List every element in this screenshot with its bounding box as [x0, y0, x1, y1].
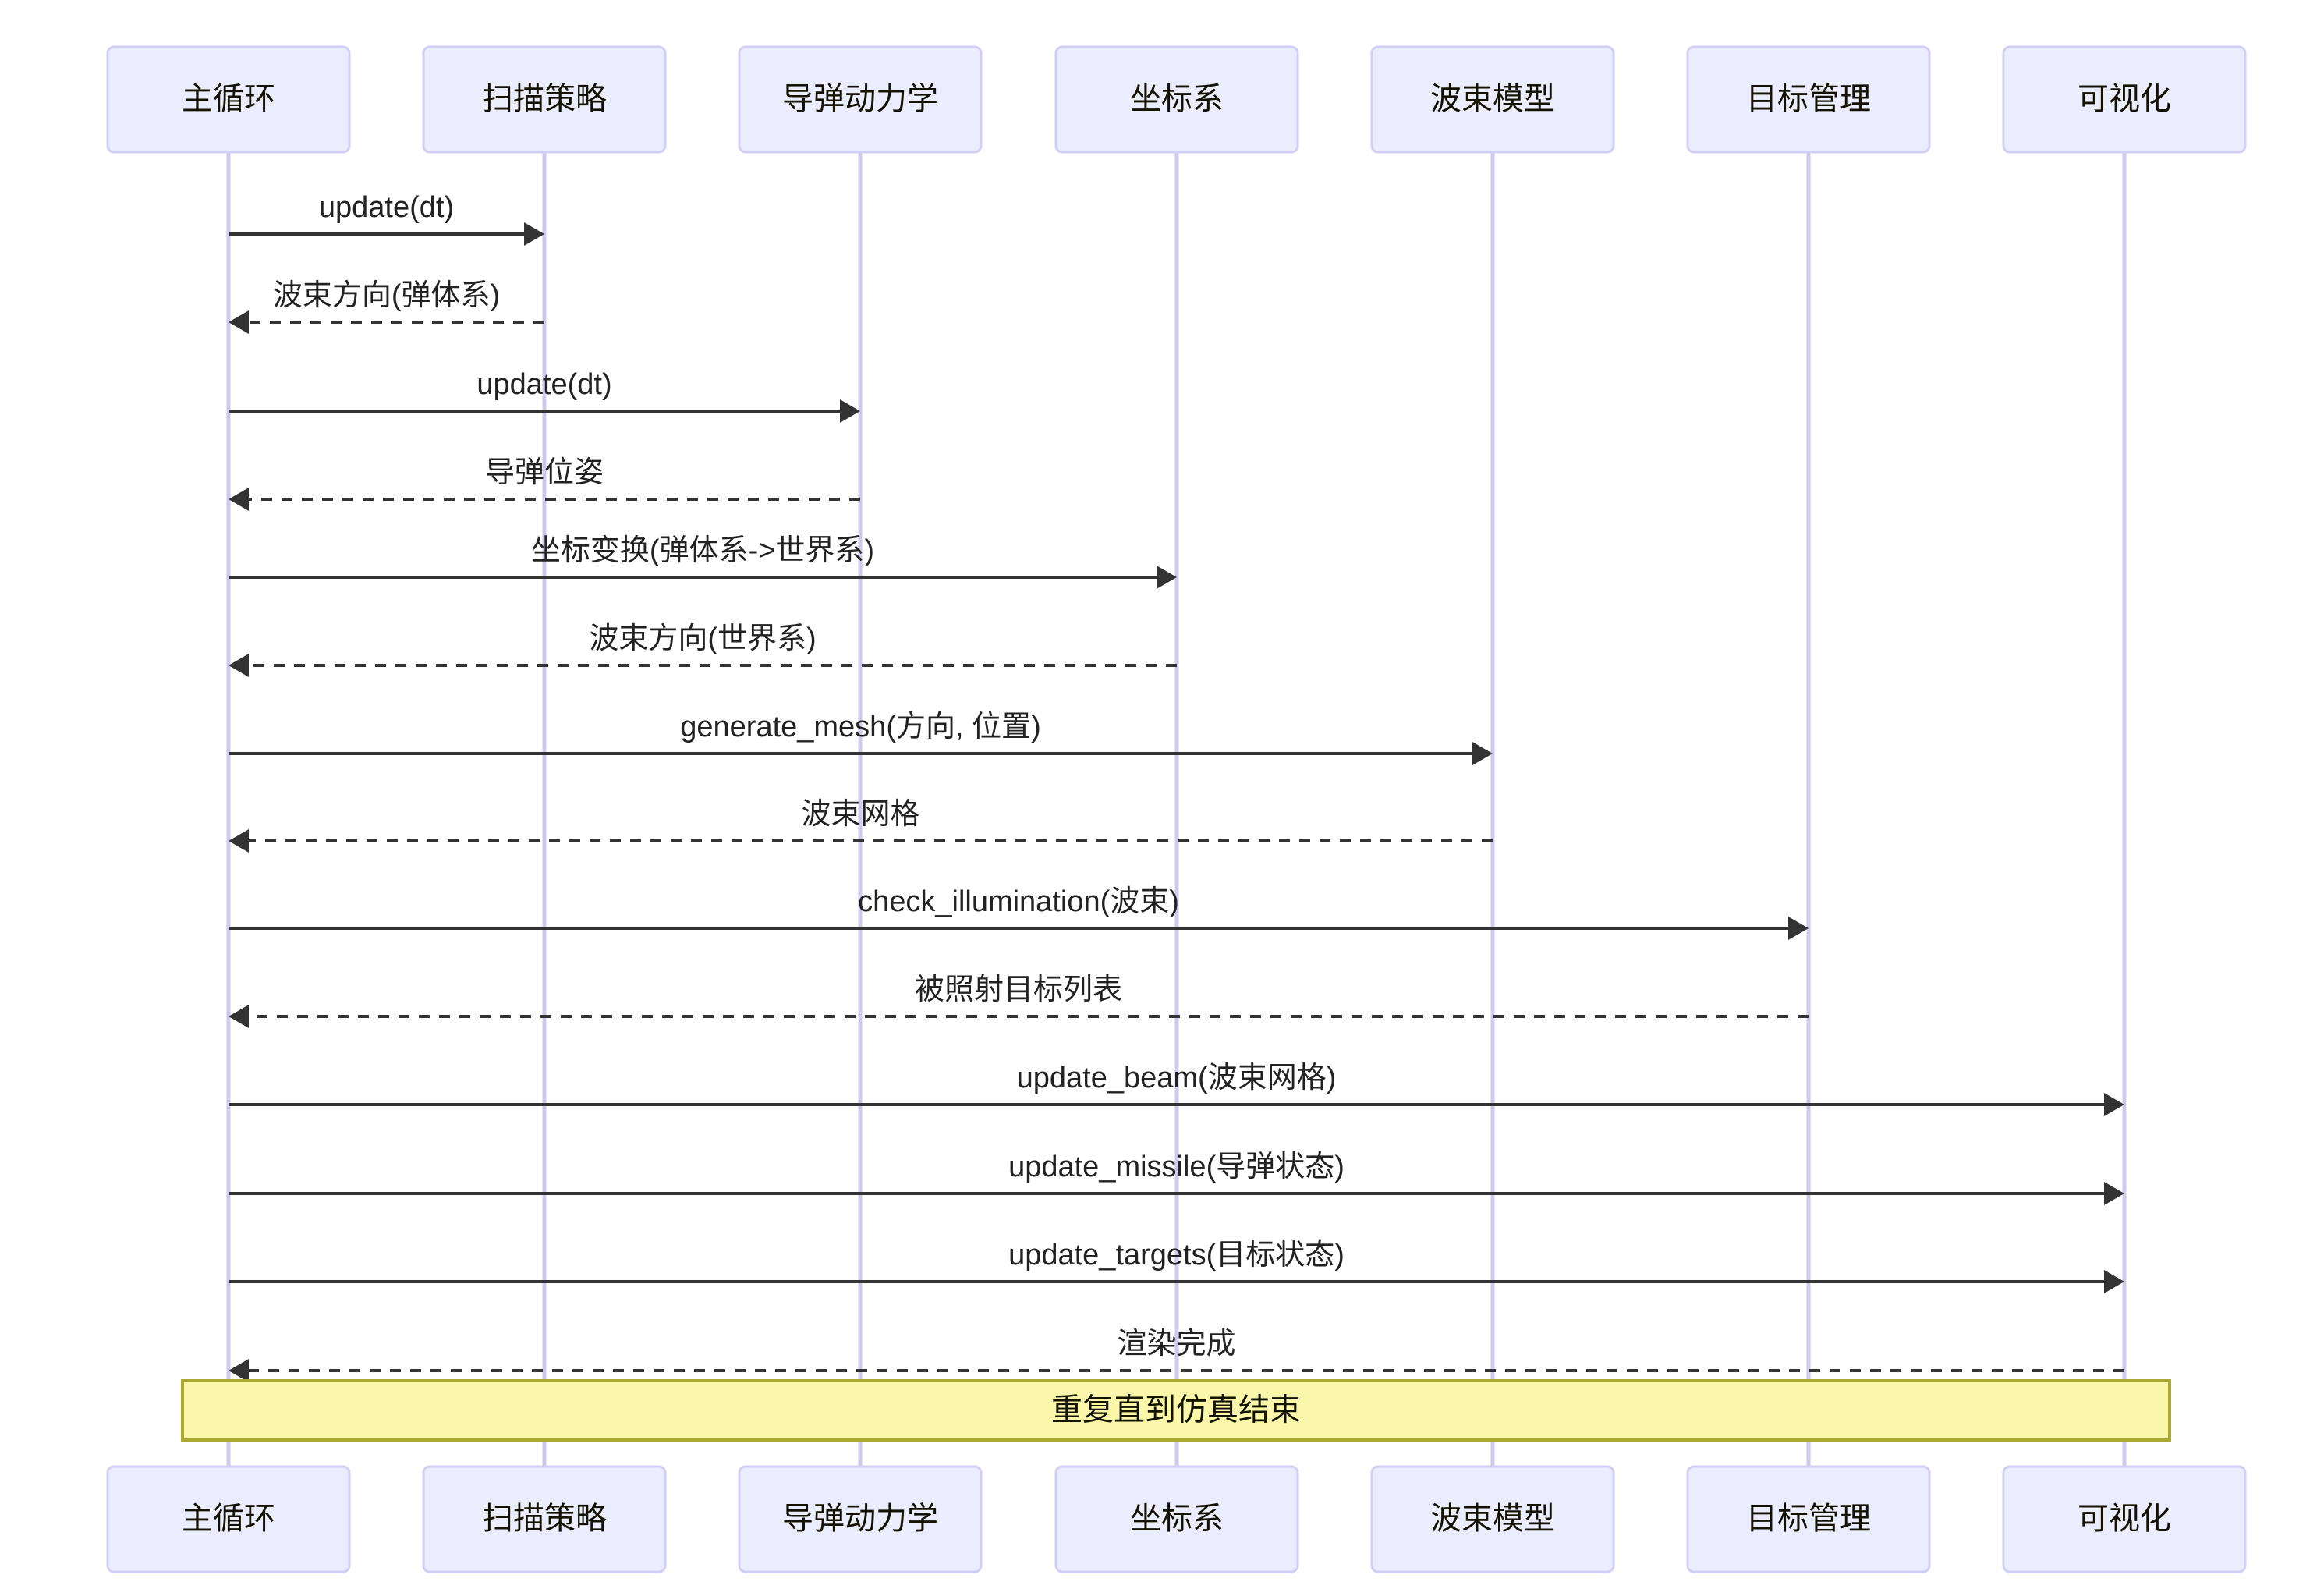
participant-bottom-missile-dynamics[interactable]: 导弹动力学: [738, 1465, 983, 1573]
participant-bottom-visualization[interactable]: 可视化: [2002, 1465, 2247, 1573]
message-13: update_targets(目标状态): [229, 1239, 2124, 1293]
message-arrowhead: [229, 1005, 249, 1028]
message-label: 波束方向(弹体系): [273, 279, 500, 312]
participant-top-target-manager[interactable]: 目标管理: [1686, 45, 1931, 154]
participant-box[interactable]: [1686, 45, 1931, 154]
participant-box[interactable]: [2002, 1465, 2247, 1573]
participant-top-missile-dynamics[interactable]: 导弹动力学: [738, 45, 983, 154]
participant-top-beam-model[interactable]: 波束模型: [1370, 45, 1615, 154]
message-label: update_beam(波束网格): [1017, 1062, 1337, 1094]
participant-label: 波束模型: [1430, 1502, 1555, 1536]
message-arrowhead: [229, 1359, 249, 1382]
participant-label: 目标管理: [1746, 82, 1871, 116]
message-arrowhead: [1157, 566, 1177, 589]
message-arrowhead: [229, 654, 249, 677]
participant-box[interactable]: [1054, 45, 1299, 154]
participant-label: 可视化: [2078, 1502, 2171, 1536]
participant-label: 坐标系: [1130, 82, 1224, 116]
message-arrowhead: [2104, 1182, 2124, 1205]
message-8: 波束网格: [229, 798, 1493, 853]
messages-layer: update(dt) 波束方向(弹体系) update(dt) 导弹位姿坐标变换(弹体…: [229, 191, 2124, 1382]
note-layer: 重复直到仿真结束: [181, 1379, 2171, 1442]
participant-box[interactable]: [1370, 45, 1615, 154]
participant-box[interactable]: [422, 45, 667, 154]
participant-label: 扫描策略: [482, 82, 607, 116]
participant-label: 波束模型: [1430, 82, 1555, 116]
participant-bottom-target-manager[interactable]: 目标管理: [1686, 1465, 1931, 1573]
loop-note-label: 重复直到仿真结束: [1051, 1393, 1301, 1428]
message-label: generate_mesh(方向, 位置): [680, 711, 1041, 743]
lifelines-layer: [226, 152, 2127, 1467]
message-label: 导弹位姿: [485, 456, 604, 489]
message-arrowhead: [1472, 742, 1493, 765]
message-label: update(dt): [319, 191, 454, 224]
message-label: update_missile(导弹状态): [1008, 1151, 1344, 1183]
message-10: 被照射目标列表: [229, 974, 1809, 1028]
participant-bottom-scan-strategy[interactable]: 扫描策略: [422, 1465, 667, 1573]
message-arrowhead: [1788, 917, 1809, 940]
message-arrowhead: [229, 488, 249, 511]
message-3: update(dt): [229, 368, 860, 423]
message-label: 被照射目标列表: [915, 974, 1122, 1006]
message-label: check_illumination(波束): [858, 885, 1179, 918]
message-arrowhead: [2104, 1270, 2124, 1293]
loop-note-box: [181, 1379, 2171, 1442]
participant-label: 可视化: [2078, 82, 2171, 116]
participant-label: 坐标系: [1130, 1502, 1224, 1536]
participant-bottom-beam-model[interactable]: 波束模型: [1370, 1465, 1615, 1573]
message-label: 波束方向(世界系): [589, 622, 816, 655]
participant-top-scan-strategy[interactable]: 扫描策略: [422, 45, 667, 154]
participant-box[interactable]: [738, 45, 983, 154]
message-14: 渲染完成: [229, 1328, 2124, 1382]
message-arrowhead: [840, 399, 860, 423]
participant-box[interactable]: [1370, 1465, 1615, 1573]
message-6: 波束方向(世界系): [229, 622, 1177, 677]
message-5: 坐标变换(弹体系->世界系): [229, 534, 1177, 589]
message-9: check_illumination(波束): [229, 885, 1809, 940]
participant-box[interactable]: [738, 1465, 983, 1573]
participant-box[interactable]: [422, 1465, 667, 1573]
participant-label: 导弹动力学: [782, 82, 938, 116]
participant-box[interactable]: [1686, 1465, 1931, 1573]
message-arrowhead: [229, 310, 249, 334]
message-arrowhead: [524, 222, 544, 246]
participants-top-layer: 主循环 扫描策略 导弹动力学 坐标系 波束模型 目标管理 可视化: [106, 45, 2247, 154]
participants-bottom-layer: 主循环 扫描策略 导弹动力学 坐标系 波束模型 目标管理 可视化: [106, 1465, 2247, 1573]
participant-label: 导弹动力学: [782, 1502, 938, 1536]
participant-label: 目标管理: [1746, 1502, 1871, 1536]
message-arrowhead: [229, 829, 249, 853]
message-label: 渲染完成: [1117, 1328, 1235, 1360]
participant-label: 主循环: [182, 1502, 275, 1536]
message-label: 坐标变换(弹体系->世界系): [531, 534, 874, 567]
participant-top-visualization[interactable]: 可视化: [2002, 45, 2247, 154]
message-12: update_missile(导弹状态): [229, 1151, 2124, 1205]
message-arrowhead: [2104, 1093, 2124, 1116]
message-1: update(dt): [229, 191, 544, 246]
message-label: update_targets(目标状态): [1008, 1239, 1344, 1271]
message-4: 导弹位姿: [229, 456, 860, 511]
participant-box[interactable]: [106, 45, 351, 154]
participant-top-coordinate-frame[interactable]: 坐标系: [1054, 45, 1299, 154]
participant-bottom-coordinate-frame[interactable]: 坐标系: [1054, 1465, 1299, 1573]
loop-note: 重复直到仿真结束: [181, 1379, 2171, 1442]
message-label: 波束网格: [801, 798, 919, 831]
participant-box[interactable]: [2002, 45, 2247, 154]
message-label: update(dt): [476, 368, 611, 401]
message-11: update_beam(波束网格): [229, 1062, 2124, 1116]
participant-top-main-loop[interactable]: 主循环: [106, 45, 351, 154]
participant-box[interactable]: [1054, 1465, 1299, 1573]
participant-bottom-main-loop[interactable]: 主循环: [106, 1465, 351, 1573]
participant-label: 扫描策略: [482, 1502, 607, 1536]
message-7: generate_mesh(方向, 位置): [229, 711, 1493, 765]
message-2: 波束方向(弹体系): [229, 279, 544, 334]
participant-label: 主循环: [182, 82, 275, 116]
participant-box[interactable]: [106, 1465, 351, 1573]
